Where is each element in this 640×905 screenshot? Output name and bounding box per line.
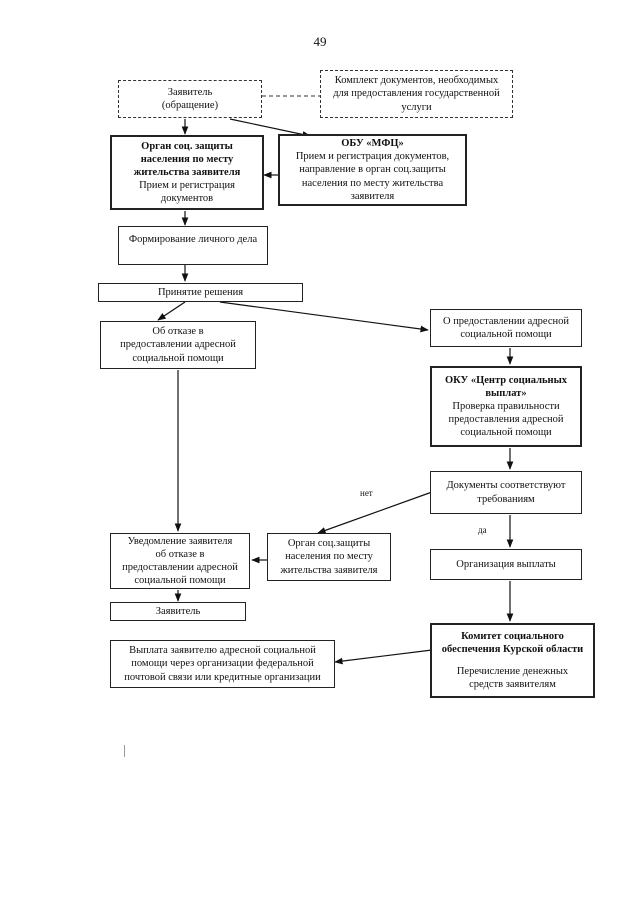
soc-org-title2: населения по месту bbox=[140, 153, 234, 165]
grant-box: О предоставлении адресной социальной пом… bbox=[430, 309, 582, 347]
soc-org-title3: жительства заявителя bbox=[133, 166, 241, 178]
applicant-box: Заявитель (обращение) bbox=[118, 80, 262, 118]
org-payment-box: Организация выплаты bbox=[430, 549, 582, 580]
arrow-docsok-socorg2 bbox=[317, 491, 433, 534]
notify-line3: предоставлении адресной bbox=[122, 562, 238, 573]
refusal-line1: Об отказе в bbox=[152, 326, 204, 338]
social-protection-org-box: Орган соц. защиты населения по месту жит… bbox=[110, 135, 264, 210]
org-payment-text: Организация выплаты bbox=[456, 558, 556, 570]
center-body3: социальной помощи bbox=[460, 427, 552, 439]
payout-line3: почтовой связи или кредитные организации bbox=[124, 671, 321, 683]
label-no: нет bbox=[360, 488, 373, 498]
applicant2-box: Заявитель bbox=[110, 602, 246, 621]
applicant-line2: (обращение) bbox=[161, 100, 219, 111]
mfc-body4: заявителя bbox=[350, 190, 395, 202]
mfc-body1: Прием и регистрация документов, bbox=[295, 151, 450, 163]
docs-line3: услуги bbox=[401, 101, 432, 113]
grant-line2: социальной помощи bbox=[460, 329, 552, 340]
center-title2: выплат» bbox=[485, 387, 527, 399]
soc-org-body1: Прием и регистрация bbox=[139, 180, 235, 192]
committee-body2: средств заявителям bbox=[469, 678, 556, 690]
docs-line2: для предоставления государственной bbox=[333, 88, 500, 100]
decision-box: Принятие решения bbox=[98, 283, 303, 302]
payout-line2: помощи через организации федеральной bbox=[131, 658, 314, 670]
notify-line4: социальной помощи bbox=[134, 575, 226, 587]
mfc-body2: направление в орган соц.защиты bbox=[299, 164, 446, 176]
arrow-decision-grant bbox=[219, 301, 429, 333]
docs-ok-line1: Документы соответствуют bbox=[446, 480, 566, 492]
soc-org2-line1: Орган соц.защиты bbox=[287, 538, 371, 550]
committee-body1: Перечисление денежных bbox=[456, 665, 569, 677]
payout-box: Выплата заявителю адресной социальной по… bbox=[110, 640, 335, 688]
payments-center-box: ОКУ «Центр социальных выплат» Проверка п… bbox=[430, 366, 582, 447]
soc-org-body2: документов bbox=[160, 193, 214, 205]
soc-org-title1: Орган соц. защиты bbox=[141, 140, 233, 152]
mfc-body3: населения по месту жительства bbox=[301, 177, 444, 189]
documents-set-box: Комплект документов, необходимых для пре… bbox=[320, 70, 513, 118]
mfc-box: ОБУ «МФЦ» Прием и регистрация документов… bbox=[278, 134, 467, 206]
docs-ok-box: Документы соответствуют требованиям bbox=[430, 471, 582, 514]
applicant2-text: Заявитель bbox=[155, 605, 201, 617]
committee-box: Комитет социального обеспечения Курской … bbox=[430, 623, 595, 698]
docs-line1: Комплект документов, необходимых bbox=[334, 75, 499, 87]
applicant-line1: Заявитель bbox=[167, 86, 213, 98]
notify-line2: об отказе в bbox=[155, 548, 205, 560]
scan-mark bbox=[124, 745, 125, 757]
arrow-decision-refusal bbox=[157, 301, 186, 321]
soc-org2-line3: жительства заявителя bbox=[280, 564, 378, 576]
center-body2: предоставления адресной bbox=[448, 414, 564, 426]
decision-text: Принятие решения bbox=[157, 286, 244, 298]
center-body1: Проверка правильности bbox=[452, 400, 560, 412]
mfc-title: ОБУ «МФЦ» bbox=[341, 138, 404, 150]
committee-title1: Комитет социального bbox=[461, 631, 564, 643]
notify-box: Уведомление заявителя об отказе в предос… bbox=[110, 533, 250, 589]
arrow-applicant-mfc bbox=[229, 118, 311, 138]
personal-file-box: Формирование личного дела bbox=[118, 226, 268, 265]
refusal-box: Об отказе в предоставлении адресной соци… bbox=[100, 321, 256, 369]
docs-ok-line2: требованиям bbox=[477, 493, 535, 505]
label-yes: да bbox=[478, 525, 487, 535]
center-title1: ОКУ «Центр социальных bbox=[444, 374, 568, 386]
arrow-committee-payout bbox=[334, 649, 433, 665]
notify-line1: Уведомление заявителя bbox=[127, 535, 233, 547]
refusal-line2: предоставлении адресной bbox=[120, 339, 236, 351]
soc-org2-box: Орган соц.защиты населения по месту жите… bbox=[267, 533, 391, 581]
personal-file-text: Формирование личного дела bbox=[128, 234, 258, 245]
grant-line1: О предоставлении адресной bbox=[442, 315, 569, 327]
committee-title2: обеспечения Курской области bbox=[441, 644, 584, 656]
payout-line1: Выплата заявителю адресной социальной bbox=[129, 645, 316, 657]
refusal-line3: социальной помощи bbox=[132, 352, 224, 364]
page-number: 49 bbox=[313, 34, 327, 49]
soc-org2-line2: населения по месту bbox=[285, 551, 373, 563]
